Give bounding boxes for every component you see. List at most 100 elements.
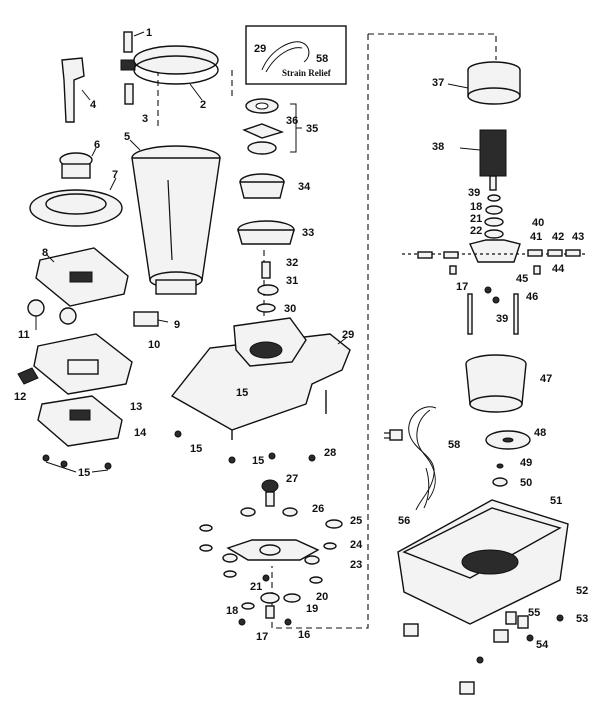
label-54: 54 <box>536 639 549 651</box>
label-38: 38 <box>432 141 444 153</box>
label-15-housing: 15 <box>236 387 248 399</box>
part-blade-35 <box>242 103 302 155</box>
label-17-right: 17 <box>456 281 468 293</box>
part-feet-54-55 <box>403 611 564 695</box>
label-4: 4 <box>90 99 97 111</box>
part-circuit-board-14 <box>37 395 123 447</box>
label-58: 58 <box>448 439 460 451</box>
label-15-left: 15 <box>78 467 90 479</box>
part-screws-46 <box>467 286 519 335</box>
label-51: 51 <box>550 495 562 507</box>
label-32: 32 <box>286 257 298 269</box>
label-50: 50 <box>520 477 532 489</box>
label-29-inset: 29 <box>254 43 266 55</box>
label-37: 37 <box>432 77 444 89</box>
label-39-top: 39 <box>468 187 480 199</box>
part-handle-4 <box>61 57 91 123</box>
label-53: 53 <box>576 613 588 625</box>
part-washer-36 <box>245 98 279 114</box>
part-nut-50 <box>492 477 508 487</box>
label-58-inset: 58 <box>316 53 328 65</box>
label-33: 33 <box>302 227 314 239</box>
label-30: 30 <box>284 303 296 315</box>
part-blade-base-34 <box>239 173 285 199</box>
part-fan-shroud-37 <box>447 61 521 105</box>
part-number-labels: 1 2 3 4 5 6 7 8 9 10 11 12 13 14 15 15 1… <box>14 27 588 651</box>
label-10: 10 <box>148 339 160 351</box>
part-clamp-screw-1 <box>120 31 145 105</box>
part-screws-15-left <box>42 454 112 473</box>
label-40: 40 <box>532 217 544 229</box>
part-fan-48 <box>485 430 531 450</box>
part-buttons-11 <box>27 299 77 330</box>
label-22: 22 <box>470 225 482 237</box>
label-21-right: 21 <box>470 213 482 225</box>
label-19: 19 <box>306 603 318 615</box>
label-36: 36 <box>286 115 298 127</box>
label-9: 9 <box>174 319 180 331</box>
label-49: 49 <box>520 457 532 469</box>
part-washers-stack <box>199 507 343 626</box>
part-knob-12 <box>17 367 39 385</box>
label-47: 47 <box>540 373 552 385</box>
label-25: 25 <box>350 515 362 527</box>
label-15-bottom: 15 <box>252 455 264 467</box>
part-switch-housing-13 <box>33 333 133 395</box>
label-34: 34 <box>298 181 311 193</box>
part-base-51 <box>397 499 569 625</box>
label-8: 8 <box>42 247 48 259</box>
label-42: 42 <box>552 231 564 243</box>
label-46: 46 <box>526 291 538 303</box>
part-gasket-33 <box>237 220 295 245</box>
label-24: 24 <box>350 539 363 551</box>
label-14: 14 <box>134 427 147 439</box>
part-nut-31 <box>257 284 279 296</box>
label-1: 1 <box>146 27 152 39</box>
part-washer-49 <box>496 463 504 469</box>
part-switch-plate-8 <box>35 247 129 307</box>
label-27: 27 <box>286 473 298 485</box>
part-bearings-39-18-21-22 <box>484 194 504 239</box>
label-26: 26 <box>312 503 324 515</box>
label-28: 28 <box>324 447 336 459</box>
label-15-front: 15 <box>190 443 202 455</box>
part-jar-5 <box>129 139 221 295</box>
label-56: 56 <box>398 515 410 527</box>
part-bracket-26 <box>226 539 320 561</box>
part-brush-assembly-40-43 <box>402 239 586 275</box>
label-18-left: 18 <box>226 605 238 617</box>
label-11: 11 <box>18 329 30 341</box>
label-48: 48 <box>534 427 546 439</box>
part-motor-housing-29 <box>170 317 351 440</box>
label-17-left: 17 <box>256 631 268 643</box>
label-20: 20 <box>316 591 328 603</box>
label-31: 31 <box>286 275 298 287</box>
part-clamp-band-2 <box>133 45 219 101</box>
part-armature-38 <box>459 129 507 191</box>
label-39-bottom: 39 <box>496 313 508 325</box>
label-16: 16 <box>298 629 310 641</box>
label-3: 3 <box>142 113 148 125</box>
label-5: 5 <box>124 131 130 143</box>
strain-relief-caption: Strain Relief <box>282 68 332 78</box>
part-coupling-32 <box>261 261 271 279</box>
part-screws-15-center <box>174 430 316 464</box>
label-29: 29 <box>342 329 354 341</box>
part-lid-7 <box>29 177 123 227</box>
label-44: 44 <box>552 263 565 275</box>
label-43: 43 <box>572 231 584 243</box>
part-power-cord-58 <box>384 406 437 511</box>
label-52: 52 <box>576 585 588 597</box>
label-21-left: 21 <box>250 581 262 593</box>
part-washer-30 <box>256 303 276 313</box>
part-motor-stator-47 <box>465 354 527 413</box>
label-35: 35 <box>306 123 318 135</box>
label-13: 13 <box>130 401 142 413</box>
label-55: 55 <box>528 607 540 619</box>
part-lid-cap-6 <box>59 147 97 179</box>
label-23: 23 <box>350 559 362 571</box>
label-2: 2 <box>200 99 206 111</box>
label-6: 6 <box>94 139 100 151</box>
label-45: 45 <box>516 273 528 285</box>
